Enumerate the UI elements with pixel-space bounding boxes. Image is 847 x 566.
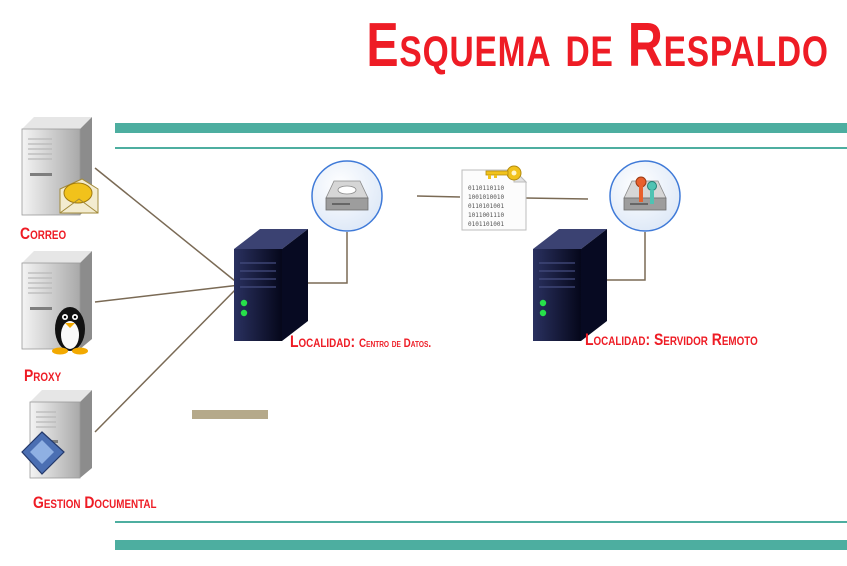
svg-text:0110110110: 0110110110 bbox=[468, 185, 505, 192]
link-disk-file bbox=[416, 195, 461, 198]
accent-bar bbox=[192, 410, 268, 419]
mail-server-icon bbox=[21, 117, 99, 216]
secure-disk-icon bbox=[609, 160, 681, 232]
remote-server-icon bbox=[533, 229, 607, 341]
svg-text:1011001110: 1011001110 bbox=[468, 212, 505, 219]
svg-text:0110101001: 0110101001 bbox=[468, 203, 505, 210]
link-proxy-datacenter bbox=[94, 284, 241, 303]
datacenter-server-icon bbox=[234, 229, 308, 341]
top-band-thin bbox=[115, 147, 847, 149]
bottom-band-thin bbox=[115, 521, 847, 523]
label-remote: Localidad: Servidor Remoto bbox=[585, 330, 758, 349]
link-correo-datacenter bbox=[94, 167, 241, 286]
label-gestion-documental: Gestion Documental bbox=[33, 493, 157, 512]
label-correo: Correo bbox=[20, 224, 67, 243]
encrypted-file-icon: 0110110110 1001010010 0110101001 1011001… bbox=[461, 165, 528, 231]
link-gestion-datacenter bbox=[94, 284, 241, 433]
bottom-band-thick bbox=[115, 540, 847, 550]
linux-proxy-server-icon bbox=[21, 251, 92, 355]
document-server-icon bbox=[21, 390, 92, 479]
connection-lines bbox=[94, 167, 646, 433]
label-datacenter: Localidad: Centro de Datos. bbox=[290, 332, 431, 352]
label-datacenter-prefix: Localidad: bbox=[290, 332, 356, 351]
link-datacenter-disk bbox=[305, 232, 348, 284]
svg-text:1001010010: 1001010010 bbox=[468, 194, 505, 201]
svg-text:0101101001: 0101101001 bbox=[468, 221, 505, 228]
link-file-securedisk bbox=[524, 197, 589, 200]
link-remote-securedisk bbox=[604, 232, 646, 281]
disk-icon bbox=[311, 160, 383, 232]
top-band-thick bbox=[115, 123, 847, 133]
label-datacenter-name: Centro de Datos. bbox=[358, 336, 432, 350]
page-title: Esquema de Respaldo bbox=[366, 11, 829, 80]
label-proxy: Proxy bbox=[24, 366, 62, 385]
